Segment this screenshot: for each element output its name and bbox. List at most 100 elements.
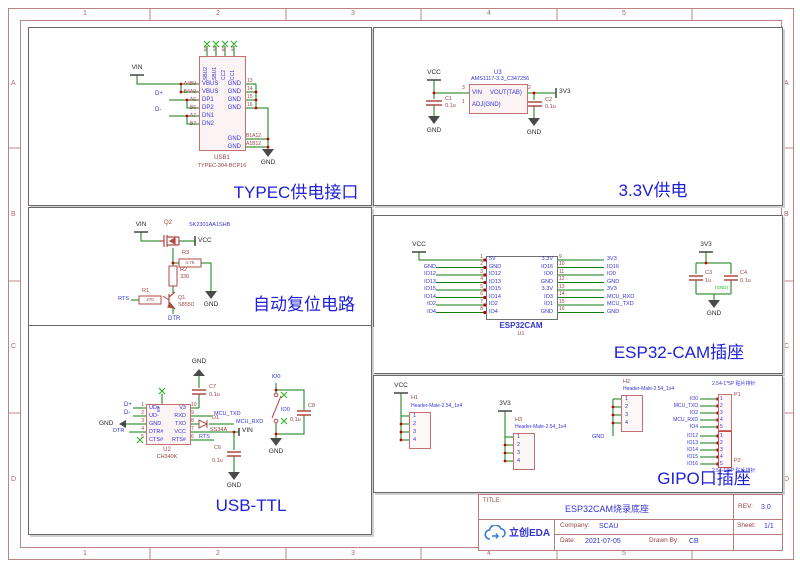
p2-header-body[interactable] <box>718 431 732 468</box>
r2-designator[interactable]: R2 <box>180 267 188 273</box>
company-value[interactable]: SCAU <box>599 523 619 530</box>
u2-part-number[interactable]: CH340K <box>156 454 178 460</box>
pin-number: B4A9 <box>183 89 196 95</box>
c8-designator[interactable]: C8 <box>308 403 316 409</box>
sheet-title[interactable]: ESP32CAM烧录底座 <box>564 504 650 514</box>
q2-designator[interactable]: Q2 <box>164 220 173 226</box>
p1-designator[interactable]: P1 <box>734 392 741 398</box>
gnd-label[interactable]: GND <box>426 127 442 134</box>
net-label-3v3[interactable]: 3V3 <box>559 88 571 95</box>
net-label-3v3[interactable]: 3V3 <box>700 241 712 248</box>
net-label-vin[interactable]: VIN <box>242 427 253 434</box>
u2-designator[interactable]: U2 <box>163 447 171 453</box>
net-label: IO12 <box>424 271 436 277</box>
q1-designator[interactable]: Q1 <box>178 295 186 301</box>
gnd-tag: (GND) <box>715 285 728 290</box>
pin-name-adj: ADJ(GND) <box>472 102 501 108</box>
c3-designator[interactable]: C3 <box>705 270 713 276</box>
net-label-rts[interactable]: RTS <box>118 296 129 302</box>
net-label-vin[interactable]: VIN <box>135 221 147 228</box>
gnd-label[interactable]: GND <box>706 310 722 317</box>
esp32cam-designator[interactable]: U1 <box>517 331 525 337</box>
c7-designator[interactable]: C7 <box>209 384 217 390</box>
typec-connector-body[interactable] <box>199 56 246 151</box>
net-label-3v3[interactable]: 3V3 <box>499 400 511 407</box>
c2-designator[interactable]: C2 <box>545 97 553 103</box>
c1-designator[interactable]: C1 <box>445 96 453 102</box>
net-label-dtr[interactable]: DTR <box>113 428 125 434</box>
pin-name: GND <box>540 308 553 315</box>
net-label-io0[interactable]: IO0 <box>271 374 281 380</box>
d1-designator[interactable]: D1 <box>212 415 220 421</box>
c4-designator[interactable]: C4 <box>740 270 748 276</box>
p2-part-number: 2.54-1*5P 贴片排针 <box>712 468 756 474</box>
gnd-label[interactable]: GND <box>203 301 219 308</box>
h2-header-body[interactable] <box>621 395 643 432</box>
net-label-vcc[interactable]: VCC <box>394 382 408 389</box>
regulator-body[interactable] <box>469 84 528 114</box>
typec-designator[interactable]: USB1 <box>214 155 230 161</box>
net-label-vin[interactable]: VIN <box>131 64 143 71</box>
net-label-mcu-txd[interactable]: MCU_TXD <box>214 411 241 417</box>
h3-designator[interactable]: H3 <box>515 417 523 423</box>
drawn-by-value[interactable]: CB <box>689 538 699 545</box>
gnd-label[interactable]: GND <box>226 482 242 489</box>
gnd-label[interactable]: GND <box>268 448 284 455</box>
gnd-label-left[interactable]: GND <box>99 420 114 427</box>
pin-name: GND <box>227 144 241 150</box>
date-label: Date: <box>560 537 576 544</box>
p2-designator[interactable]: P2 <box>734 458 741 464</box>
pin-name: TXD <box>175 421 186 427</box>
net-label-rts[interactable]: RTS <box>199 434 210 440</box>
net-label-mcu-rxd[interactable]: MCU_RXD <box>236 419 264 425</box>
h1-header-body[interactable] <box>409 412 431 449</box>
u3-designator[interactable]: U3 <box>494 70 502 76</box>
pin-number: 4 <box>625 420 629 426</box>
esp32cam-socket-body[interactable] <box>486 256 558 320</box>
esp32cam-name[interactable]: ESP32CAM <box>499 321 543 330</box>
net-label-dplus[interactable]: D+ <box>124 402 132 408</box>
net-label-gnd[interactable]: GND <box>592 434 605 440</box>
reset-wires <box>131 231 217 314</box>
ch340k-body[interactable] <box>146 404 191 445</box>
net-label: MCU_RXD <box>673 416 698 423</box>
frame-row-label: A <box>11 80 16 87</box>
net-label-dminus[interactable]: D- <box>124 410 131 416</box>
h1-designator[interactable]: H1 <box>411 395 419 401</box>
date-value[interactable]: 2021-07-05 <box>585 538 621 545</box>
gnd-label[interactable]: GND <box>191 358 207 365</box>
net-label-gnd[interactable]: GND <box>260 159 276 166</box>
sheet-value[interactable]: 1/1 <box>764 523 774 530</box>
q2-part-number[interactable]: SK2301AA1SHB <box>189 222 231 228</box>
typec-part-number[interactable]: TYPEC-304-BCP16 <box>197 163 247 169</box>
h3-header-body[interactable] <box>513 433 535 470</box>
c6-value: 0.1u <box>212 458 223 464</box>
pin-number: 7 <box>480 298 483 305</box>
pin-number: 1 <box>720 395 723 402</box>
switch-designator[interactable]: IO0 <box>281 407 290 413</box>
pin-number: 2 <box>528 85 531 91</box>
pin-number: 5 <box>141 434 144 440</box>
r3-designator[interactable]: R3 <box>182 250 190 256</box>
c6-designator[interactable]: C6 <box>214 445 222 451</box>
net-label-dtr[interactable]: DTR <box>168 316 181 322</box>
pin-name: IO14 <box>489 293 501 300</box>
net-label-vcc[interactable]: VCC <box>198 237 212 244</box>
rev-value[interactable]: 3.0 <box>761 504 771 511</box>
net-label-dplus[interactable]: D+ <box>155 91 163 97</box>
net-label-dminus[interactable]: D- <box>155 107 162 113</box>
h2-designator[interactable]: H2 <box>623 379 631 385</box>
gnd-label[interactable]: GND <box>526 129 542 136</box>
r1-designator[interactable]: R1 <box>142 288 150 294</box>
u3-part-number[interactable]: AMS1117-3.3_C347256 <box>471 76 530 82</box>
lceda-logo-text[interactable]: 立创EDA <box>509 528 551 539</box>
r2-value: 330 <box>180 274 190 280</box>
net-label-vcc[interactable]: VCC <box>427 69 441 76</box>
p1-header-body[interactable] <box>718 394 732 431</box>
net-label-vcc[interactable]: VCC <box>412 241 426 248</box>
